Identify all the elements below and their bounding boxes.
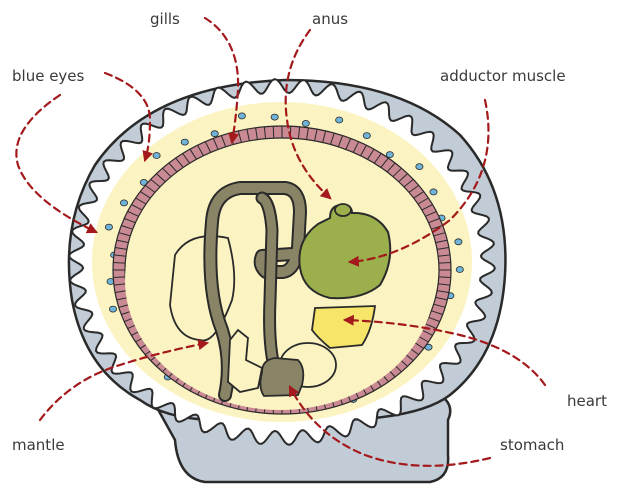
blue-eye-dot xyxy=(302,120,309,126)
stomach-organ xyxy=(260,358,303,396)
gill-rib xyxy=(273,126,274,138)
blue-eye-dot xyxy=(211,131,218,137)
label-mantle: mantle xyxy=(12,436,65,454)
blue-eye-dot xyxy=(455,239,462,245)
blue-eye-dot xyxy=(363,133,370,139)
blue-eye-dot xyxy=(456,267,463,273)
blue-eye-dot xyxy=(336,117,343,123)
blue-eye-dot xyxy=(153,153,160,159)
blue-eye-dot xyxy=(105,224,112,230)
blue-eye-dot xyxy=(120,200,127,206)
blue-eye-dot xyxy=(271,114,278,120)
label-heart: heart xyxy=(567,392,607,410)
blue-eye-dot xyxy=(238,113,245,119)
anus-organ xyxy=(335,204,351,216)
blue-eye-dot xyxy=(181,139,188,145)
blue-eye-dot xyxy=(109,306,116,312)
gill-rib xyxy=(113,263,125,264)
label-gills: gills xyxy=(150,10,180,28)
blue-eye-dot xyxy=(430,189,437,195)
label-blue-eyes: blue eyes xyxy=(12,67,84,85)
gill-rib xyxy=(113,277,125,278)
label-adductor-muscle: adductor muscle xyxy=(440,67,566,85)
label-anus: anus xyxy=(312,10,348,28)
blue-eye-dot xyxy=(416,164,423,170)
label-stomach: stomach xyxy=(500,436,564,454)
gill-rib xyxy=(439,263,451,264)
gill-rib xyxy=(439,277,451,278)
